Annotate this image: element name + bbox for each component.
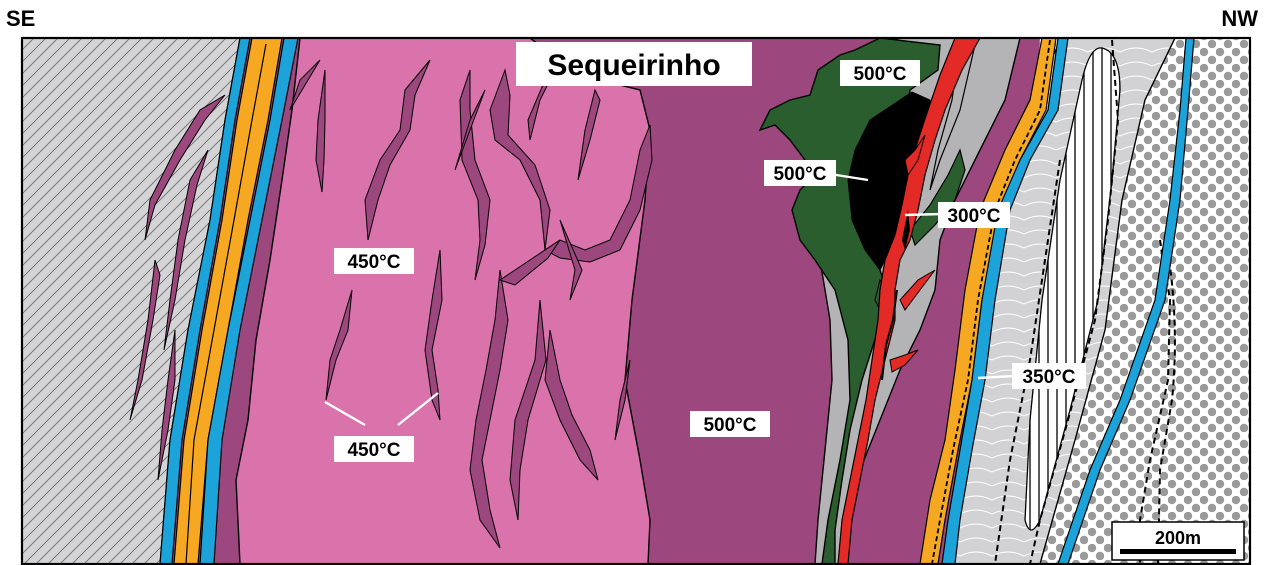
temperature-label: 450°C [347,252,400,273]
temperature-label: 500°C [773,164,826,185]
temperature-label: 450°C [347,440,400,461]
scale-bar [1120,549,1236,554]
temperature-label: 500°C [853,64,906,85]
scale-bar-label: 200m [1155,528,1201,548]
leader-line [905,214,942,215]
temperature-label: 350°C [1022,367,1075,388]
temperature-label: 500°C [703,415,756,436]
geology-fill-group [22,38,1250,564]
diagram-title: Sequeirinho [547,49,720,82]
temperature-label: 300°C [947,206,1000,227]
